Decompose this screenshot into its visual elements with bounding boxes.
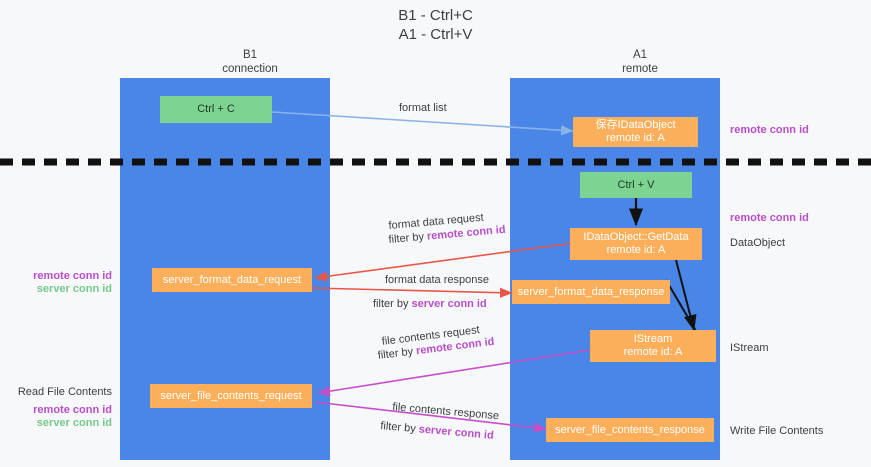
box-ctrl-c[interactable]: Ctrl + C: [160, 96, 272, 123]
label-format-list: format list: [399, 102, 447, 114]
box-ctrl-v[interactable]: Ctrl + V: [580, 172, 692, 198]
side-label-istream: IStream: [730, 342, 769, 354]
label-format-data-response-filter: filter by server conn id: [373, 297, 487, 311]
box-server-file-contents-response[interactable]: server_file_contents_response: [546, 418, 714, 442]
side-label-left-server-conn-id-2: server conn id: [36, 417, 112, 429]
box-istream[interactable]: IStream remote id: A: [590, 330, 716, 362]
box-store-idataobject[interactable]: 保存IDataObject remote id: A: [573, 117, 698, 147]
label-file-contents-response: file contents response: [391, 400, 500, 423]
side-label-dataobject: DataObject: [730, 237, 786, 249]
filter-prefix: filter by: [388, 230, 428, 246]
lane-header-b1: B1 connection: [222, 49, 278, 75]
side-label-read-file-contents: Read File Contents: [17, 386, 112, 398]
filter-prefix: filter by: [373, 298, 412, 310]
filter-prefix: filter by: [377, 345, 417, 362]
filter-prefix: filter by: [379, 419, 420, 436]
side-label-left-remote-conn-id-2: remote conn id: [33, 404, 112, 416]
lane-header-a1: A1 remote: [622, 49, 658, 75]
box-server-format-data-response[interactable]: server_format_data_response: [512, 280, 670, 304]
side-label-remote-conn-id-top: remote conn id: [730, 124, 809, 136]
side-label-write-file-contents: Write File Contents: [730, 425, 824, 437]
box-server-format-data-request[interactable]: server_format_data_request: [152, 268, 312, 292]
side-label-left-remote-conn-id: remote conn id: [33, 270, 112, 282]
box-idataobject-getdata[interactable]: IDataObject::GetData remote id: A: [570, 228, 702, 260]
side-label-left-server-conn-id: server conn id: [36, 283, 112, 295]
side-label-remote-conn-id-mid: remote conn id: [730, 212, 809, 224]
label-format-data-response: format data response: [385, 274, 489, 286]
filter-key-server-conn-id: server conn id: [411, 298, 487, 310]
box-server-file-contents-request[interactable]: server_file_contents_request: [150, 384, 312, 408]
arrow-format-data-response: [311, 287, 513, 298]
page-title: B1 - Ctrl+C A1 - Ctrl+V: [398, 7, 473, 43]
label-file-contents-response-filter: filter by server conn id: [380, 419, 495, 443]
filter-key-server-conn-id: server conn id: [418, 423, 495, 442]
